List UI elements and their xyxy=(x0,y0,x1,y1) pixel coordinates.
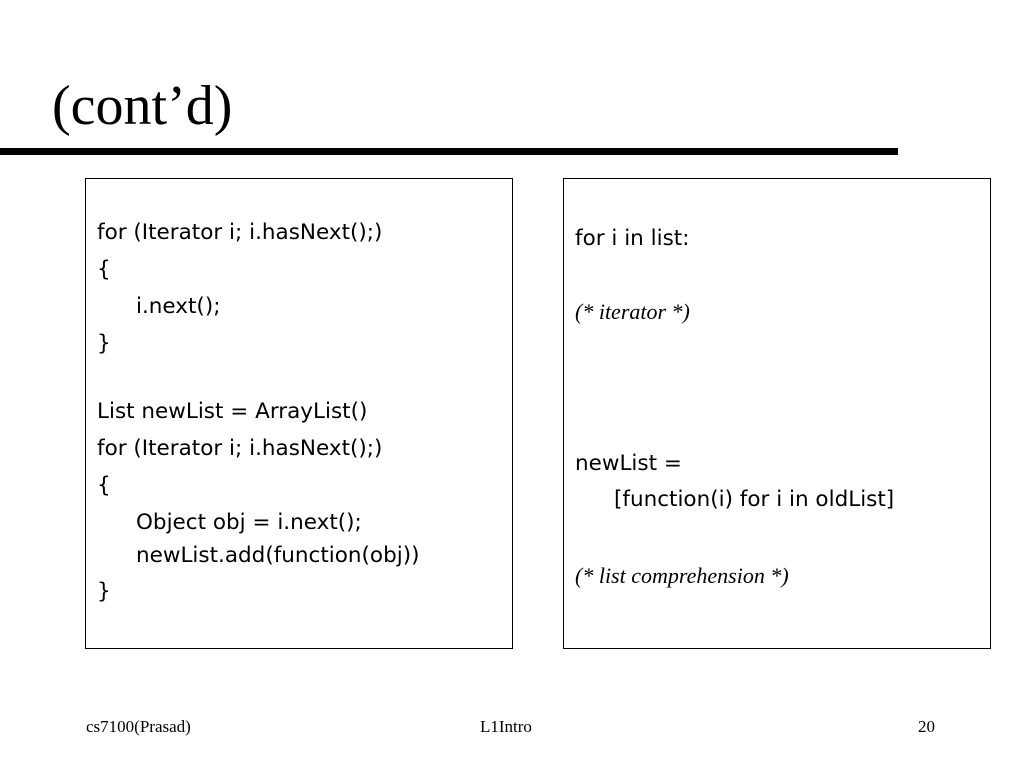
code-line: List newList = ArrayList() xyxy=(97,399,368,424)
code-line: Object obj = i.next(); xyxy=(136,510,362,535)
code-line: i.next(); xyxy=(136,294,221,319)
python-code-box: for i in list: (* iterator *) newList = … xyxy=(563,178,991,649)
footer-page-number: 20 xyxy=(918,717,935,736)
code-line: } xyxy=(97,579,111,604)
title-underline xyxy=(0,148,898,155)
code-line: { xyxy=(97,257,111,282)
java-code-box: for (Iterator i; i.hasNext();) { i.next(… xyxy=(85,178,513,649)
footer-course: cs7100(Prasad) xyxy=(86,717,191,736)
code-comment: (* list comprehension *) xyxy=(575,563,789,588)
code-line: } xyxy=(97,331,111,356)
code-line: for (Iterator i; i.hasNext();) xyxy=(97,220,383,245)
code-line: { xyxy=(97,473,111,498)
slide-title: (cont’d) xyxy=(52,75,233,137)
code-line: for i in list: xyxy=(575,226,690,251)
code-line: newList.add(function(obj)) xyxy=(136,543,420,568)
code-line: [function(i) for i in oldList] xyxy=(614,487,895,512)
code-line: newList = xyxy=(575,451,682,476)
code-line: for (Iterator i; i.hasNext();) xyxy=(97,436,383,461)
code-comment: (* iterator *) xyxy=(575,299,690,324)
footer-lecture: L1Intro xyxy=(480,717,532,736)
